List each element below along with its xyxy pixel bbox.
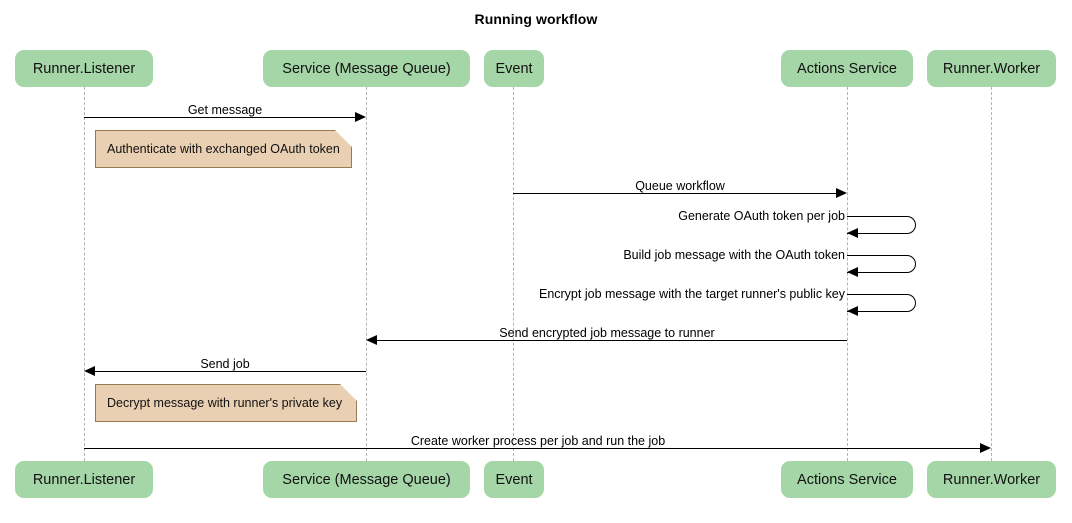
actor-label: Runner.Listener (32, 471, 136, 488)
arrowhead-send-job (84, 366, 95, 376)
message-label-send-encrypted-job-message: Send encrypted job message to runner (499, 326, 715, 340)
selfloop-encrypt-job-message (847, 294, 916, 312)
actor-label: Runner.Listener (32, 60, 136, 77)
selfloop-generate-oauth-token (847, 216, 916, 234)
actor-label: Event (495, 60, 533, 77)
lifeline-service-message-queue (366, 87, 367, 461)
lifeline-event (513, 87, 514, 461)
message-line-queue-workflow (513, 193, 837, 194)
arrowhead-build-job-message (847, 267, 858, 277)
actor-label: Runner.Worker (942, 60, 1041, 77)
arrowhead-get-message (355, 112, 366, 122)
message-label-create-worker-process: Create worker process per job and run th… (410, 434, 666, 448)
message-label-send-job: Send job (200, 357, 250, 371)
message-label-get-message: Get message (187, 103, 263, 117)
actor-label: Actions Service (797, 471, 897, 488)
selfloop-build-job-message (847, 255, 916, 273)
arrowhead-queue-workflow (836, 188, 847, 198)
message-label-encrypt-job-message: Encrypt job message with the target runn… (538, 287, 845, 301)
actor-box-event-top[interactable]: Event (484, 50, 544, 87)
actor-label: Service (Message Queue) (282, 471, 451, 488)
page-title: Running workflow (474, 11, 598, 27)
note-label: Authenticate with exchanged OAuth token (107, 142, 340, 156)
message-line-send-encrypted-job-message (377, 340, 847, 341)
message-line-send-job (95, 371, 366, 372)
message-line-create-worker-process (84, 448, 980, 449)
note-label: Decrypt message with runner's private ke… (107, 396, 343, 410)
note-decrypt: Decrypt message with runner's private ke… (95, 384, 357, 422)
actor-box-actions-service-top[interactable]: Actions Service (781, 50, 913, 87)
actor-box-runner-worker-top[interactable]: Runner.Worker (927, 50, 1056, 87)
note-fold-icon (340, 384, 357, 401)
actor-box-runner-worker-bottom[interactable]: Runner.Worker (927, 461, 1056, 498)
lifeline-runner-listener (84, 87, 85, 461)
actor-box-service-message-queue-bottom[interactable]: Service (Message Queue) (263, 461, 470, 498)
message-label-generate-oauth-token: Generate OAuth token per job (678, 209, 845, 223)
arrowhead-create-worker-process (980, 443, 991, 453)
actor-label: Actions Service (797, 60, 897, 77)
note-authenticate: Authenticate with exchanged OAuth token (95, 130, 352, 168)
actor-label: Runner.Worker (942, 471, 1041, 488)
message-line-get-message (84, 117, 356, 118)
actor-label: Event (495, 471, 533, 488)
arrowhead-send-encrypted-job-message (366, 335, 377, 345)
actor-box-runner-listener-top[interactable]: Runner.Listener (15, 50, 153, 87)
arrowhead-encrypt-job-message (847, 306, 858, 316)
actor-label: Service (Message Queue) (282, 60, 451, 77)
actor-box-actions-service-bottom[interactable]: Actions Service (781, 461, 913, 498)
actor-box-event-bottom[interactable]: Event (484, 461, 544, 498)
arrowhead-generate-oauth-token (847, 228, 858, 238)
message-label-queue-workflow: Queue workflow (635, 179, 725, 193)
message-label-build-job-message: Build job message with the OAuth token (623, 248, 845, 262)
lifeline-runner-worker (991, 87, 992, 461)
actor-box-service-message-queue-top[interactable]: Service (Message Queue) (263, 50, 470, 87)
actor-box-runner-listener-bottom[interactable]: Runner.Listener (15, 461, 153, 498)
